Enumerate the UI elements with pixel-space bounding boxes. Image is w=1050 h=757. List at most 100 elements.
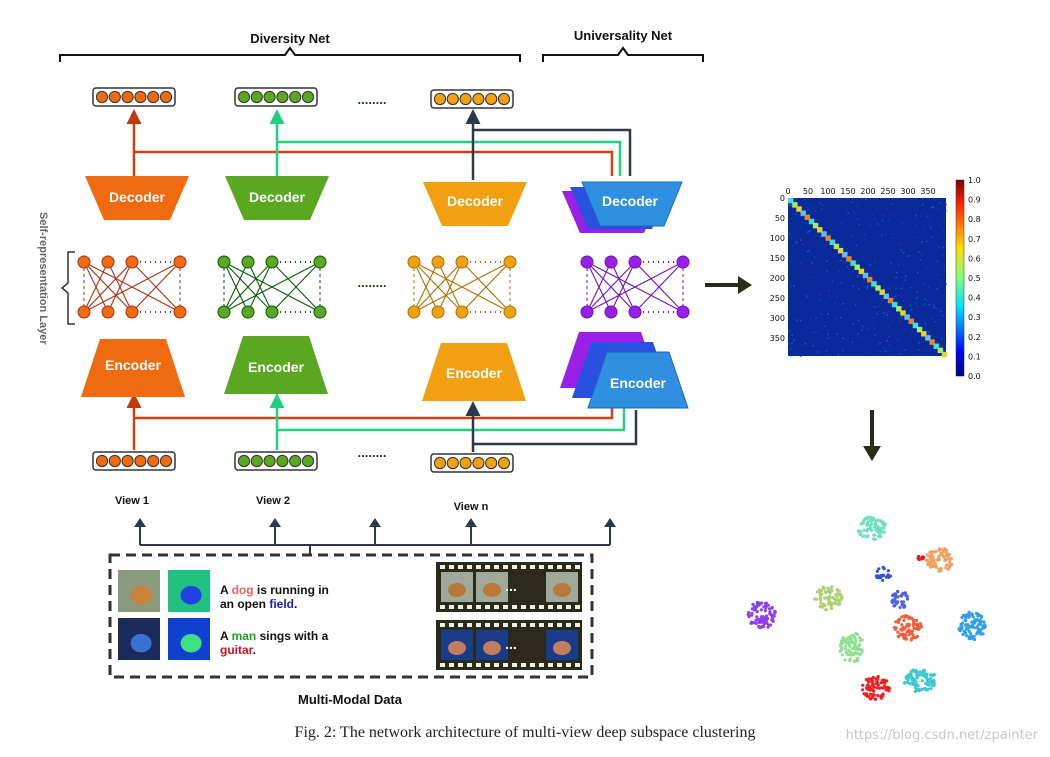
cluster-point — [752, 608, 756, 612]
heatmap-noise — [863, 278, 866, 280]
heatmap-noise — [801, 243, 804, 245]
film-hole — [530, 623, 535, 627]
universality-brace — [542, 46, 704, 62]
cluster-point — [920, 673, 924, 677]
heatmap-diagonal-cell — [929, 339, 935, 345]
heatmap-noise — [879, 304, 881, 307]
colorbar-tick: 0.1 — [968, 352, 981, 361]
decoder-label-1: Decoder — [109, 189, 166, 205]
heatmap-diagonal-cell — [912, 322, 919, 329]
heatmap-noise — [821, 208, 823, 211]
heatmap-noise — [843, 262, 845, 264]
heatmap-noise — [889, 217, 891, 220]
film-hole — [521, 605, 526, 609]
cluster-point — [873, 522, 878, 526]
cluster-point — [912, 680, 916, 684]
cluster-point — [866, 680, 871, 684]
heatmap-noise — [925, 267, 928, 270]
heatmap-noise — [886, 339, 888, 342]
cluster-point — [872, 533, 876, 537]
colorbar-tick: 1.0 — [968, 176, 981, 185]
cluster-point — [862, 519, 866, 523]
cluster-10 — [861, 674, 892, 701]
line-view2-to-universal-decoder — [277, 140, 622, 176]
diversity-net-title: Diversity Net — [250, 31, 330, 46]
encoder-view-n — [422, 343, 526, 401]
film-hole — [485, 605, 490, 609]
heatmap-noise — [788, 343, 790, 346]
cluster-point — [887, 575, 891, 580]
heatmap-noise — [899, 353, 902, 355]
heatmap-noise — [827, 313, 829, 315]
heatmap-noise — [826, 270, 828, 272]
heatmap-noise — [846, 266, 848, 268]
cluster-point — [826, 586, 830, 590]
input-vector-view-2 — [234, 451, 318, 471]
heatmap-noise — [796, 243, 798, 245]
cluster-point — [975, 611, 979, 616]
heatmap-noise — [900, 276, 903, 279]
cluster-point — [977, 614, 981, 618]
cluster-point — [893, 596, 897, 601]
cluster-1 — [856, 515, 887, 542]
heatmap-noise — [876, 223, 878, 225]
cluster-point — [835, 602, 840, 606]
heatmap-noise — [795, 212, 797, 215]
vector-cell — [485, 92, 498, 106]
output-vector-view-1 — [92, 87, 176, 107]
film-hole — [530, 565, 535, 569]
output-vector-view-n — [430, 89, 514, 109]
heatmap-noise — [800, 262, 802, 264]
edge — [586, 261, 636, 313]
edge — [586, 261, 612, 313]
edge — [107, 261, 133, 313]
heatmap-x-tick: 100 — [820, 187, 835, 196]
heatmap-noise — [857, 319, 860, 322]
heatmap-noise — [894, 295, 896, 297]
heatmap-noise — [819, 203, 822, 205]
heatmap-noise — [817, 330, 819, 332]
vector-cell — [446, 92, 459, 106]
cluster-point — [903, 591, 908, 596]
heatmap-noise — [919, 204, 921, 207]
cluster-point — [840, 594, 844, 598]
graph-node — [241, 305, 255, 319]
heatmap-noise — [876, 220, 878, 222]
cluster-point — [861, 683, 865, 687]
heatmap-noise — [827, 233, 830, 235]
heatmap-noise — [868, 264, 870, 267]
heatmap-noise — [905, 275, 907, 277]
film-hole — [503, 663, 508, 667]
heatmap-noise — [887, 335, 890, 338]
line-viewn-to-universal-encoder — [473, 410, 638, 446]
heatmap-noise — [893, 298, 895, 300]
edge — [223, 261, 249, 313]
self-representation-label: Self-representation Layer — [37, 212, 49, 345]
vector-cell — [237, 454, 251, 468]
heatmap-noise — [807, 230, 809, 232]
cluster-point — [828, 601, 832, 605]
film-hole — [521, 663, 526, 667]
heatmap-noise — [915, 217, 918, 219]
cluster-point — [970, 612, 974, 617]
heatmap-noise — [900, 249, 903, 251]
cluster-point — [858, 652, 862, 656]
cluster-point — [877, 686, 882, 690]
heatmap-noise — [807, 231, 809, 233]
cluster-point — [977, 627, 981, 632]
colorbar-tick: 0.2 — [968, 333, 981, 342]
cluster-point — [922, 669, 926, 673]
vector-cell — [108, 454, 121, 468]
film-ellipsis-1: ... — [505, 578, 517, 594]
heatmap-diagonal-cell — [879, 289, 885, 295]
heatmap-noise — [893, 233, 895, 235]
cluster-point — [746, 613, 750, 617]
heatmap-noise — [793, 285, 795, 287]
cluster-point — [937, 557, 941, 561]
cluster-point — [941, 548, 946, 552]
heatmap-noise — [799, 320, 802, 322]
thumb-subject — [130, 585, 152, 605]
cluster-point — [848, 644, 852, 648]
film-hole — [521, 565, 526, 569]
cluster-point — [866, 527, 870, 531]
